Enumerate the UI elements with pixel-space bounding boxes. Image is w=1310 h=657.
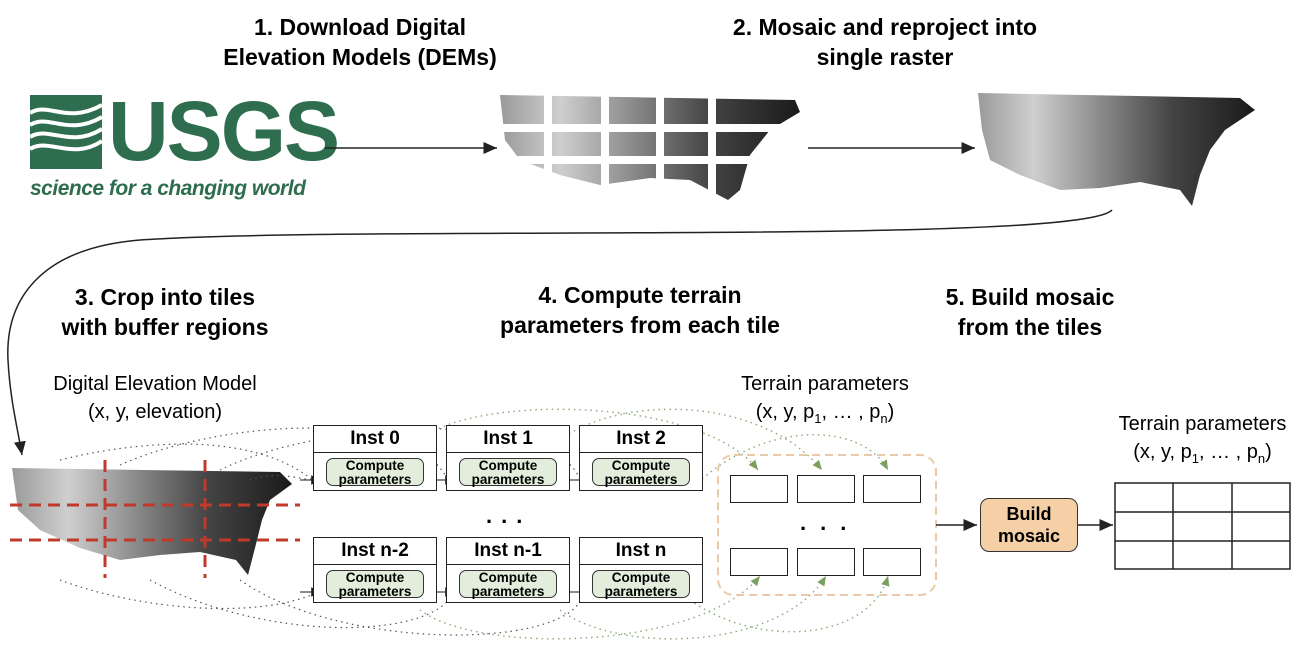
dem-label-line-1: Digital Elevation Model <box>53 373 257 395</box>
usgs-wave-icon <box>30 95 102 169</box>
usgs-tagline: science for a changing world <box>30 177 306 200</box>
terrain-params-right-label: Terrain parameters (x, y, p1, … , pn) <box>1090 410 1310 473</box>
terrain-cell <box>863 475 921 503</box>
step-3-line-2: with buffer regions <box>61 314 269 340</box>
usgs-wordmark: USGS <box>108 84 340 178</box>
step-2-line-1: 2. Mosaic and reproject into <box>732 14 1038 40</box>
cropped-dem-map <box>10 460 300 578</box>
instance-title: Inst 0 <box>314 426 436 453</box>
terrain-cell <box>797 548 855 576</box>
instance-title: Inst 1 <box>447 426 569 453</box>
step-3-title: 3. Crop into tiles with buffer regions <box>30 282 300 342</box>
terrain-params-mid-label: Terrain parameters (x, y, p1, … , pn) <box>700 370 950 433</box>
step-4-title: 4. Compute terrain parameters from each … <box>470 280 810 340</box>
terrain-mid-line-1: Terrain parameters <box>741 373 909 395</box>
step-3-line-1: 3. Crop into tiles <box>74 284 256 310</box>
terrain-cell <box>730 475 788 503</box>
step-5-line-1: 5. Build mosaic <box>945 284 1115 310</box>
terrain-right-line-2: (x, y, p1, … , pn) <box>1133 441 1272 466</box>
step-1-title: 1. Download Digital Elevation Models (DE… <box>185 12 535 72</box>
step-2-title: 2. Mosaic and reproject into single rast… <box>690 12 1080 72</box>
output-grid <box>1114 482 1291 570</box>
instance-title: Inst n-2 <box>314 538 436 565</box>
instance-title: Inst n <box>580 538 702 565</box>
step-1-line-2: Elevation Models (DEMs) <box>223 44 497 70</box>
step-1-line-1: 1. Download Digital <box>253 14 467 40</box>
tiled-dem-map <box>495 90 805 205</box>
dem-label: Digital Elevation Model (x, y, elevation… <box>10 370 300 426</box>
step-4-line-1: 4. Compute terrain <box>538 282 742 308</box>
arrow-raster-to-crop <box>7 209 1113 456</box>
terrain-cell <box>730 548 788 576</box>
single-raster-map <box>978 93 1255 206</box>
step-5-line-2: from the tiles <box>957 314 1103 340</box>
terrain-cell <box>863 548 921 576</box>
instance-ellipsis: ... <box>486 503 532 528</box>
terrain-cell <box>797 475 855 503</box>
dem-label-line-2: (x, y, elevation) <box>87 401 223 423</box>
compute-to-cell-links <box>419 408 890 640</box>
step-4-line-2: parameters from each tile <box>500 312 780 338</box>
instance-title: Inst 2 <box>580 426 702 453</box>
build-mosaic-node: Build mosaic <box>980 498 1078 552</box>
cell-ellipsis: ... <box>800 510 861 535</box>
instance-title: Inst n-1 <box>447 538 569 565</box>
terrain-right-line-1: Terrain parameters <box>1118 413 1287 435</box>
step-2-line-2: single raster <box>816 44 954 70</box>
terrain-mid-line-2: (x, y, p1, … , pn) <box>755 401 895 426</box>
step-5-title: 5. Build mosaic from the tiles <box>900 282 1160 342</box>
